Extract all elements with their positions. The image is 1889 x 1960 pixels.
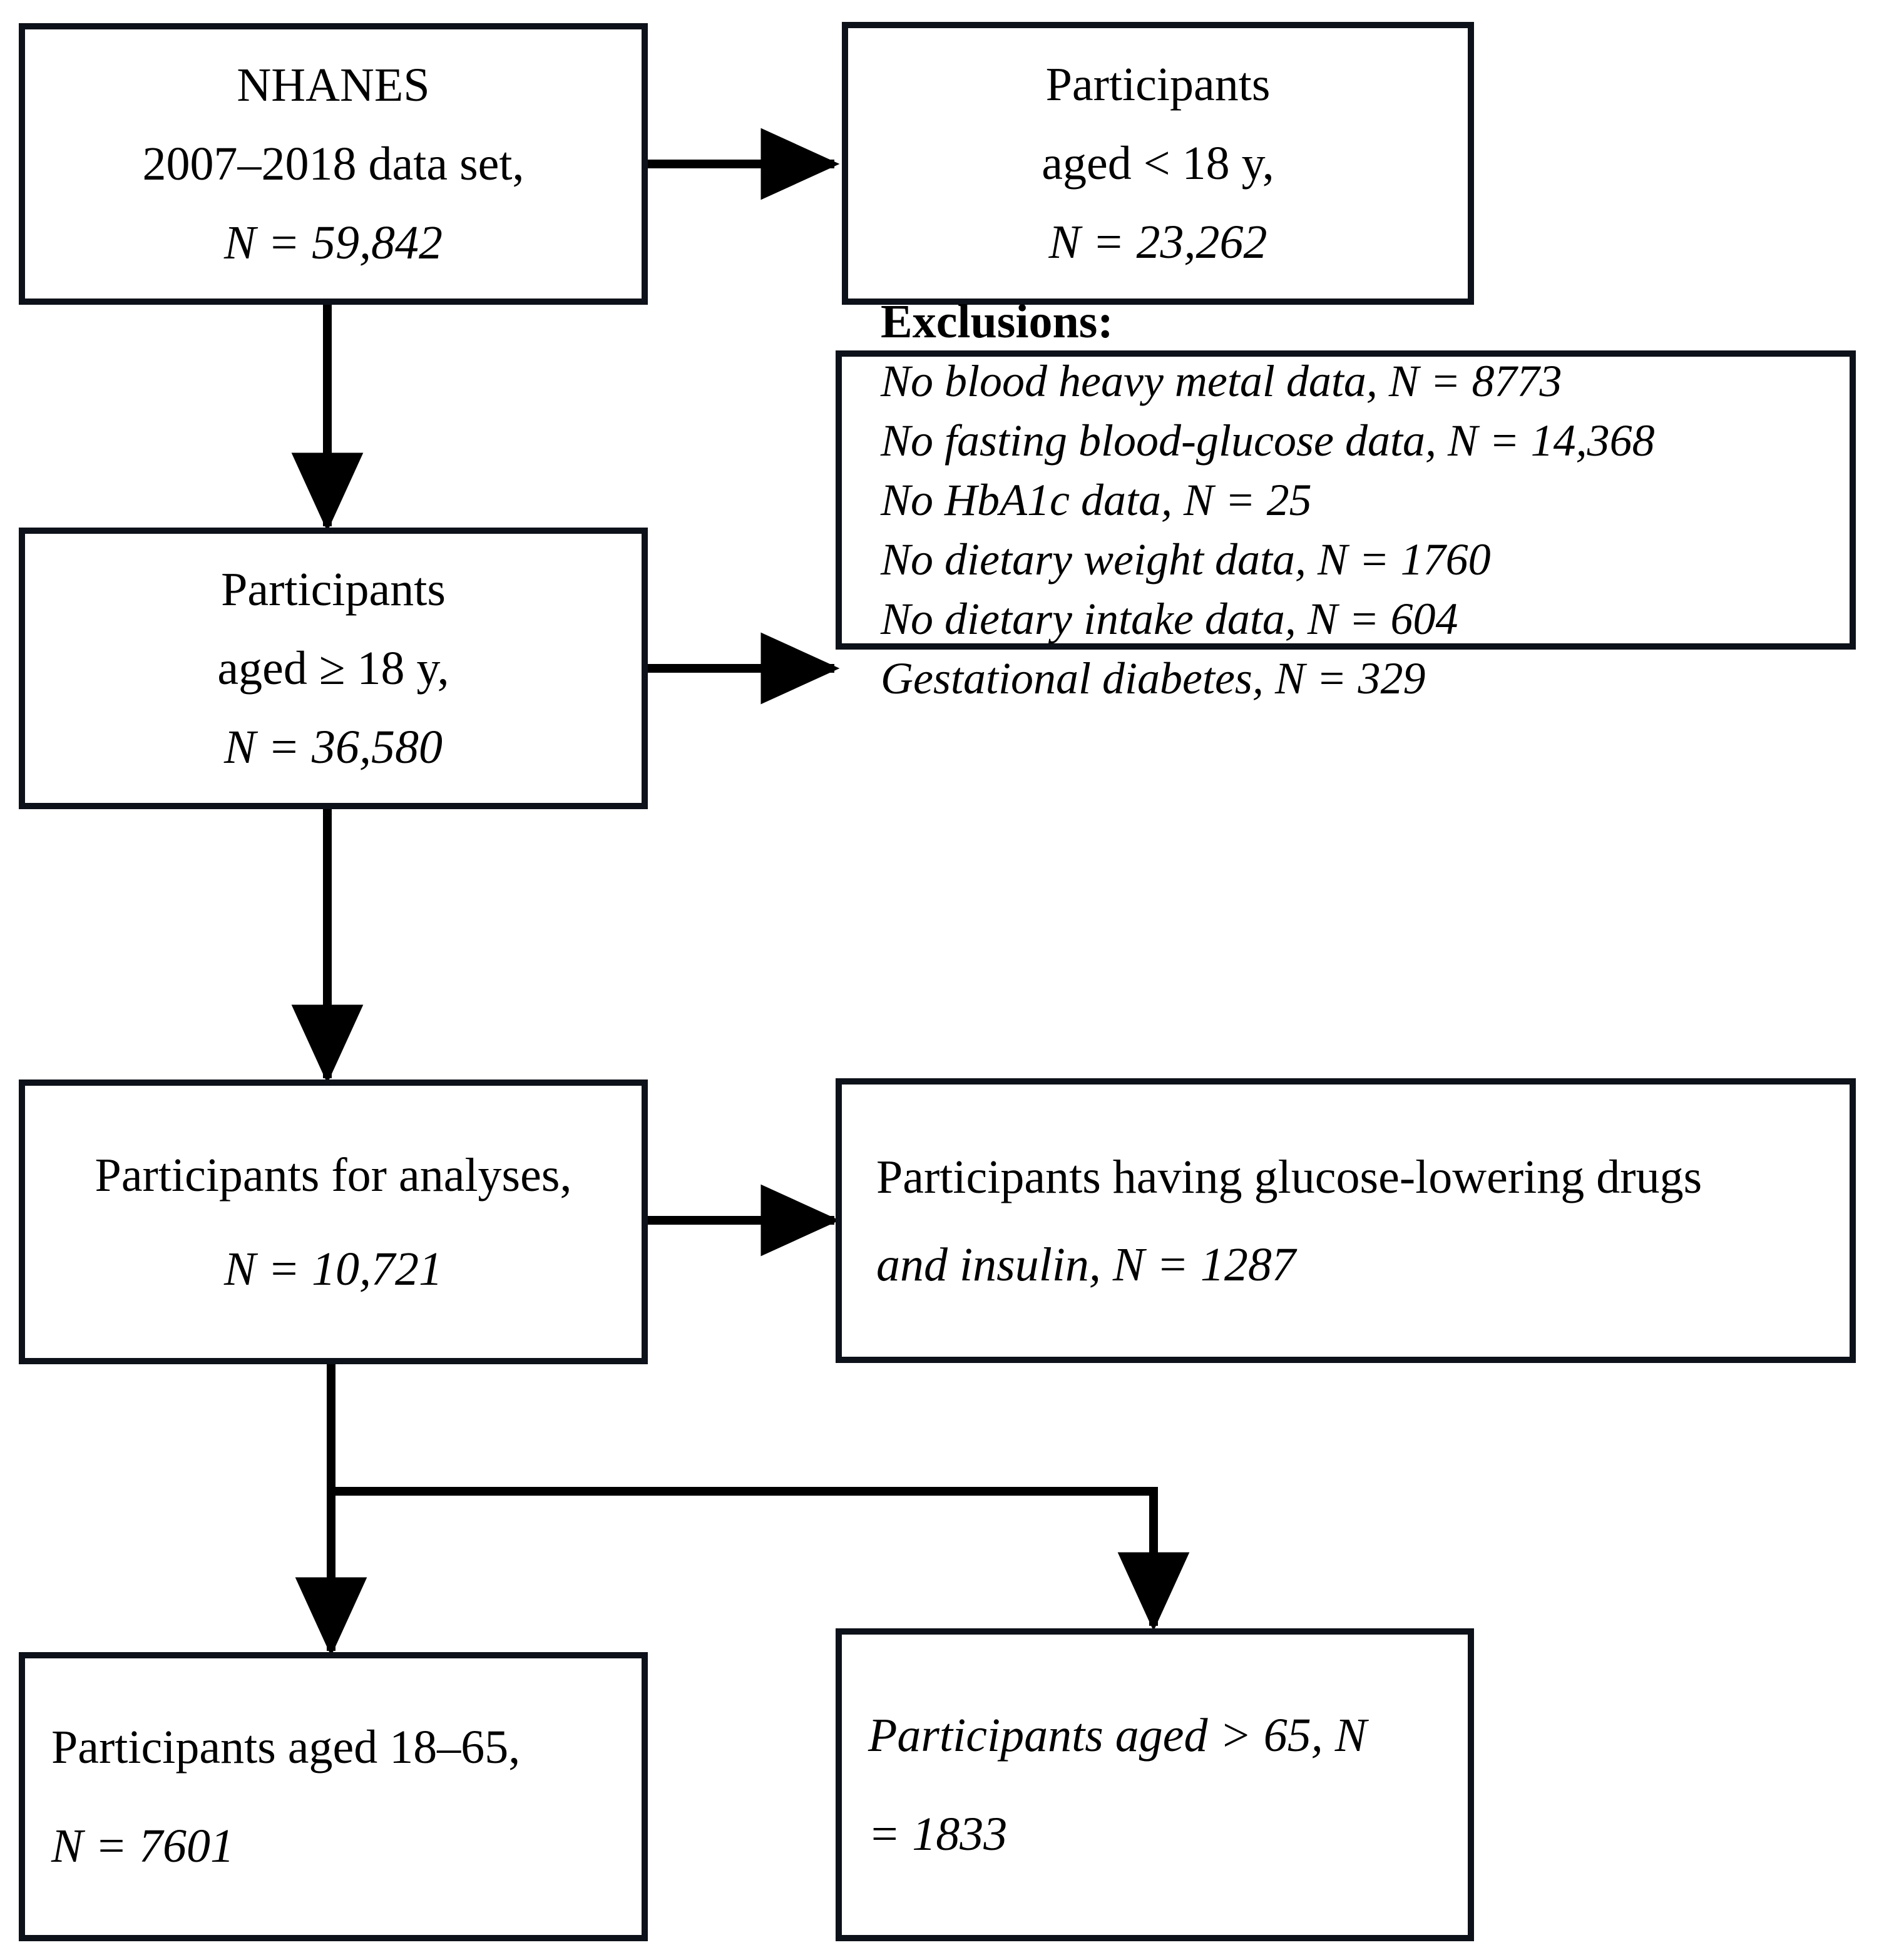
node-participants-aged-over-65[interactable]: Participants aged > 65, N = 1833: [836, 1628, 1474, 1941]
node-glucose-lowering-drugs[interactable]: Participants having glucose-lowering dru…: [836, 1078, 1856, 1363]
node-ageover65-line-1: Participants aged > 65, N: [868, 1709, 1367, 1762]
node-under18-line-2: aged < 18 y,: [1042, 137, 1274, 190]
edge-analyses-to-ageover65: [331, 1487, 1190, 1631]
node-nhanes-line-3: N = 59,842: [224, 217, 443, 269]
exclusions-item-0: No blood heavy metal data, N = 8773: [881, 355, 1562, 406]
node-participants-under-18[interactable]: Participants aged < 18 y, N = 23,262: [842, 22, 1474, 305]
node-analyses-line-1: Participants for analyses,: [95, 1148, 572, 1202]
exclusions-item-5: Gestational diabetes, N = 329: [881, 653, 1426, 703]
node-analyses-line-2: N = 10,721: [224, 1242, 443, 1295]
node-participants-18-and-over[interactable]: Participants aged ≥ 18 y, N = 36,580: [19, 528, 648, 809]
exclusions-item-1: No fasting blood-glucose data, N = 14,36…: [881, 415, 1655, 466]
node-nhanes-line-1: NHANES: [237, 59, 430, 111]
node-drugs-line-1: Participants having glucose-lowering dru…: [876, 1150, 1702, 1203]
node-age1865-line-2: N = 7601: [51, 1820, 234, 1872]
exclusions-item-3: No dietary weight data, N = 1760: [881, 534, 1491, 584]
node-over18-line-2: aged ≥ 18 y,: [217, 642, 449, 695]
node-age1865-line-1: Participants aged 18–65,: [51, 1721, 521, 1774]
node-under18-line-1: Participants: [1045, 58, 1271, 111]
exclusions-heading: Exclusions:: [881, 295, 1113, 348]
node-under18-line-3: N = 23,262: [1048, 216, 1267, 268]
node-drugs-line-2: and insulin, N = 1287: [876, 1238, 1296, 1291]
node-nhanes[interactable]: NHANES 2007–2018 data set, N = 59,842: [19, 23, 648, 305]
node-participants-aged-18-65[interactable]: Participants aged 18–65, N = 7601: [19, 1652, 648, 1941]
node-exclusions[interactable]: Exclusions: No blood heavy metal data, N…: [836, 295, 1856, 703]
node-participants-for-analyses[interactable]: Participants for analyses, N = 10,721: [19, 1080, 648, 1364]
node-nhanes-line-2: 2007–2018 data set,: [142, 138, 525, 190]
exclusions-item-2: No HbA1c data, N = 25: [881, 474, 1312, 525]
exclusions-item-4: No dietary intake data, N = 604: [881, 593, 1458, 644]
node-ageover65-line-2: = 1833: [868, 1808, 1008, 1860]
node-over18-line-1: Participants: [221, 563, 446, 616]
node-over18-line-3: N = 36,580: [224, 721, 443, 773]
